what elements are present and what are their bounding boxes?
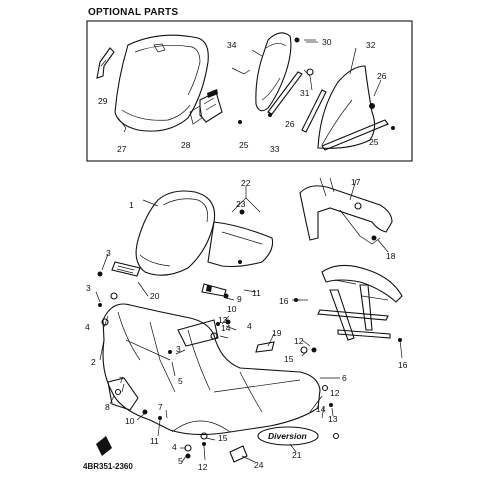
callout-15a: 15	[284, 354, 294, 364]
side-panel-drawing	[255, 32, 292, 112]
callout-24: 24	[254, 460, 264, 470]
callout-18: 18	[386, 251, 396, 261]
callout-34: 34	[227, 40, 237, 50]
callout-3c: 3	[176, 344, 181, 354]
callout-16b: 16	[398, 360, 408, 370]
callout-7b: 7	[158, 402, 163, 412]
callout-12c: 12	[330, 388, 340, 398]
screen-bracket-drawing	[199, 89, 223, 123]
callout-27: 27	[117, 144, 127, 154]
callout-25b: 25	[369, 137, 379, 147]
stay-bracket-drawing	[299, 177, 393, 245]
callout-14b: 14	[316, 404, 326, 414]
callout-32: 32	[366, 40, 376, 50]
callout-4b: 4	[247, 321, 252, 331]
small-bracket-drawing	[96, 47, 115, 79]
callout-26a: 26	[285, 119, 295, 129]
emblem-text: Diversion	[268, 431, 307, 441]
callout-11a: 11	[252, 288, 261, 298]
callout-7a: 7	[119, 375, 124, 385]
emblem-drawing: Diversion	[257, 426, 319, 446]
trim-strip-33-drawing	[267, 71, 303, 115]
callout-26b: 26	[377, 71, 387, 81]
callout-5a: 5	[178, 376, 183, 386]
callout-13b: 13	[328, 414, 338, 424]
callout-14a: 14	[221, 323, 231, 333]
callout-31: 31	[300, 88, 310, 98]
tall-windscreen-drawing	[114, 34, 209, 133]
callout-3a: 3	[106, 248, 111, 258]
callout-23: 23	[236, 199, 246, 209]
badge-drawing	[111, 261, 141, 277]
callout-15b: 15	[218, 433, 228, 443]
callout-17: 17	[351, 177, 361, 187]
callout-30: 30	[322, 37, 332, 47]
plate-drawing	[255, 341, 275, 353]
duct-panel-drawing	[107, 377, 139, 411]
windscreen-drawing	[135, 190, 216, 276]
callout-4a: 4	[85, 322, 90, 332]
callout-4c: 4	[172, 442, 177, 452]
callout-28: 28	[181, 140, 191, 150]
corner-badge-drawing	[96, 436, 112, 456]
callout-1: 1	[129, 200, 134, 210]
callout-19: 19	[272, 328, 282, 338]
callout-11b: 11	[150, 436, 159, 446]
side-panel-32-drawing	[317, 65, 389, 151]
callout-25a: 25	[239, 140, 249, 150]
callout-33: 33	[270, 144, 280, 154]
callout-2: 2	[91, 357, 96, 367]
optional-fasteners-drawing	[238, 37, 395, 130]
diagram-code: 4BR351-2360	[83, 462, 133, 471]
callout-6: 6	[342, 373, 347, 383]
callout-8: 8	[105, 402, 110, 412]
main-fasteners-drawing	[97, 209, 402, 459]
lower-cowling-drawing	[102, 303, 321, 436]
callout-3b: 3	[86, 283, 91, 293]
callout-10b: 10	[125, 416, 135, 426]
callout-21: 21	[292, 450, 302, 460]
callout-16a: 16	[279, 296, 289, 306]
trim-strip-31-drawing	[301, 89, 327, 133]
callout-10a: 10	[227, 304, 237, 314]
mount-bracket-drawing	[201, 283, 227, 297]
frame-tubes-drawing	[317, 264, 403, 341]
clip-piece-drawing	[229, 445, 248, 463]
callout-13a: 13	[218, 315, 228, 325]
callout-numbers: 29 27 28 34 25 33 26 31 30 32 26 25 1 22…	[85, 37, 408, 472]
optional-parts-frame	[86, 20, 413, 162]
inner-panel-drawing	[207, 221, 274, 268]
callout-5b: 5	[178, 456, 183, 466]
leader-lines	[95, 41, 403, 463]
callout-12b: 12	[198, 462, 208, 472]
callout-12a: 12	[294, 336, 304, 346]
optional-parts-title: OPTIONAL PARTS	[88, 7, 179, 18]
callout-20: 20	[150, 291, 160, 301]
callout-22: 22	[241, 178, 251, 188]
callout-29: 29	[98, 96, 108, 106]
callout-9: 9	[237, 294, 242, 304]
